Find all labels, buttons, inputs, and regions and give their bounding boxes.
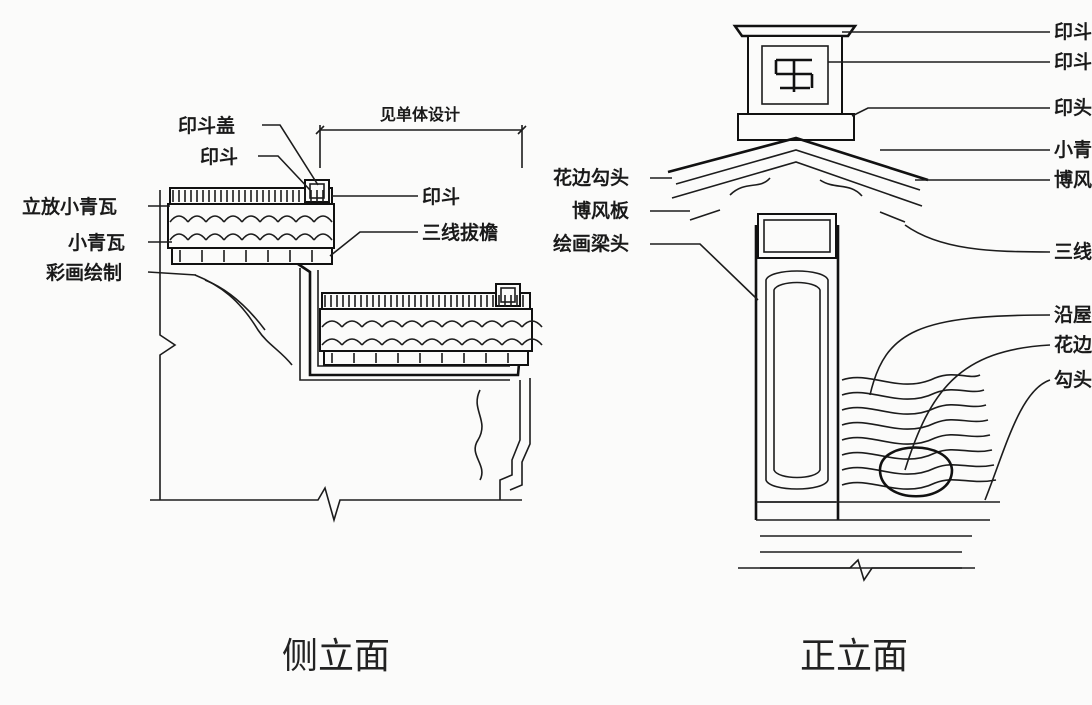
tile-arc [321,338,343,346]
tile-arc [521,338,543,346]
tile-arc [381,320,403,328]
label-yindou-gai: 印斗盖 [178,114,235,137]
tile-arc [341,338,363,346]
tile-arc [341,320,363,328]
tile-arc [169,215,189,223]
tile-arc [361,338,383,346]
tile-arc [481,338,503,346]
label-right-9: 勾头 [1054,368,1092,391]
tile-arc [169,233,189,241]
tile-arc [501,320,523,328]
tile-arc [481,320,503,328]
tile-arc [241,233,261,241]
label-huabian-goutou: 花边勾头 [553,166,629,189]
tile-arc [521,320,543,328]
front-elevation: 花边勾头 博风板 绘画梁头 印斗 印斗 印头 小青 博风 三线 沿屋 花边 勾头… [553,21,1092,677]
tile-arc [361,320,383,328]
label-bofengban: 博风板 [572,199,630,222]
label-lifang-xiaoqingwa: 立放小青瓦 [22,195,117,218]
tile-arc [313,233,333,241]
tile-arc [401,320,423,328]
label-right-4: 小青 [1054,139,1092,161]
tile-arc [501,338,523,346]
tile-arc [223,215,243,223]
label-yindou-top: 印斗 [200,146,238,168]
tile-arc [277,215,297,223]
label-right-3: 印头 [1054,97,1092,119]
tile-arc [295,233,315,241]
tile-arc [205,233,225,241]
tile-arc [461,338,483,346]
label-caihua-huizhi: 彩画绘制 [45,261,122,284]
tile-arc [321,320,343,328]
tile-arc [205,215,225,223]
swastika-ornament [774,58,814,92]
tile-arc [461,320,483,328]
tile-arc [313,215,333,223]
tile-arc [277,233,297,241]
side-elevation: 印斗盖 印斗 印斗 立放小青瓦 小青瓦 三线拔檐 彩画绘制 见单体设计 侧立面 [22,105,533,677]
label-huihua-liangtou: 绘画梁头 [553,232,629,255]
caption-side-elevation: 侧立面 [282,636,390,677]
tile-arc [441,338,463,346]
label-right-8: 花边 [1054,333,1092,356]
label-yindou-right: 印斗 [422,186,460,208]
tile-arc [295,215,315,223]
tile-arc [401,338,423,346]
tile-arc [187,215,207,223]
tile-arc [187,233,207,241]
tile-arc [241,215,261,223]
tile-arc [381,338,403,346]
label-right-5: 博风 [1054,168,1092,191]
lower-roof [319,283,533,366]
label-right-2: 印斗 [1054,51,1092,73]
dimension-note: 见单体设计 [380,105,460,124]
tile-arc [421,320,443,328]
tile-arc [259,215,279,223]
tile-arc [441,320,463,328]
label-right-6: 三线 [1054,240,1092,263]
tile-arc [421,338,443,346]
label-xiaoqingwa: 小青瓦 [68,232,125,254]
label-sanxian-bayan: 三线拔檐 [422,221,498,244]
tile-arc [223,233,243,241]
ridge-tiles [841,374,997,498]
tile-arc [259,233,279,241]
label-right-7: 沿屋 [1054,304,1092,326]
label-right-1: 印斗 [1054,21,1092,43]
caption-front-elevation: 正立面 [800,636,908,677]
